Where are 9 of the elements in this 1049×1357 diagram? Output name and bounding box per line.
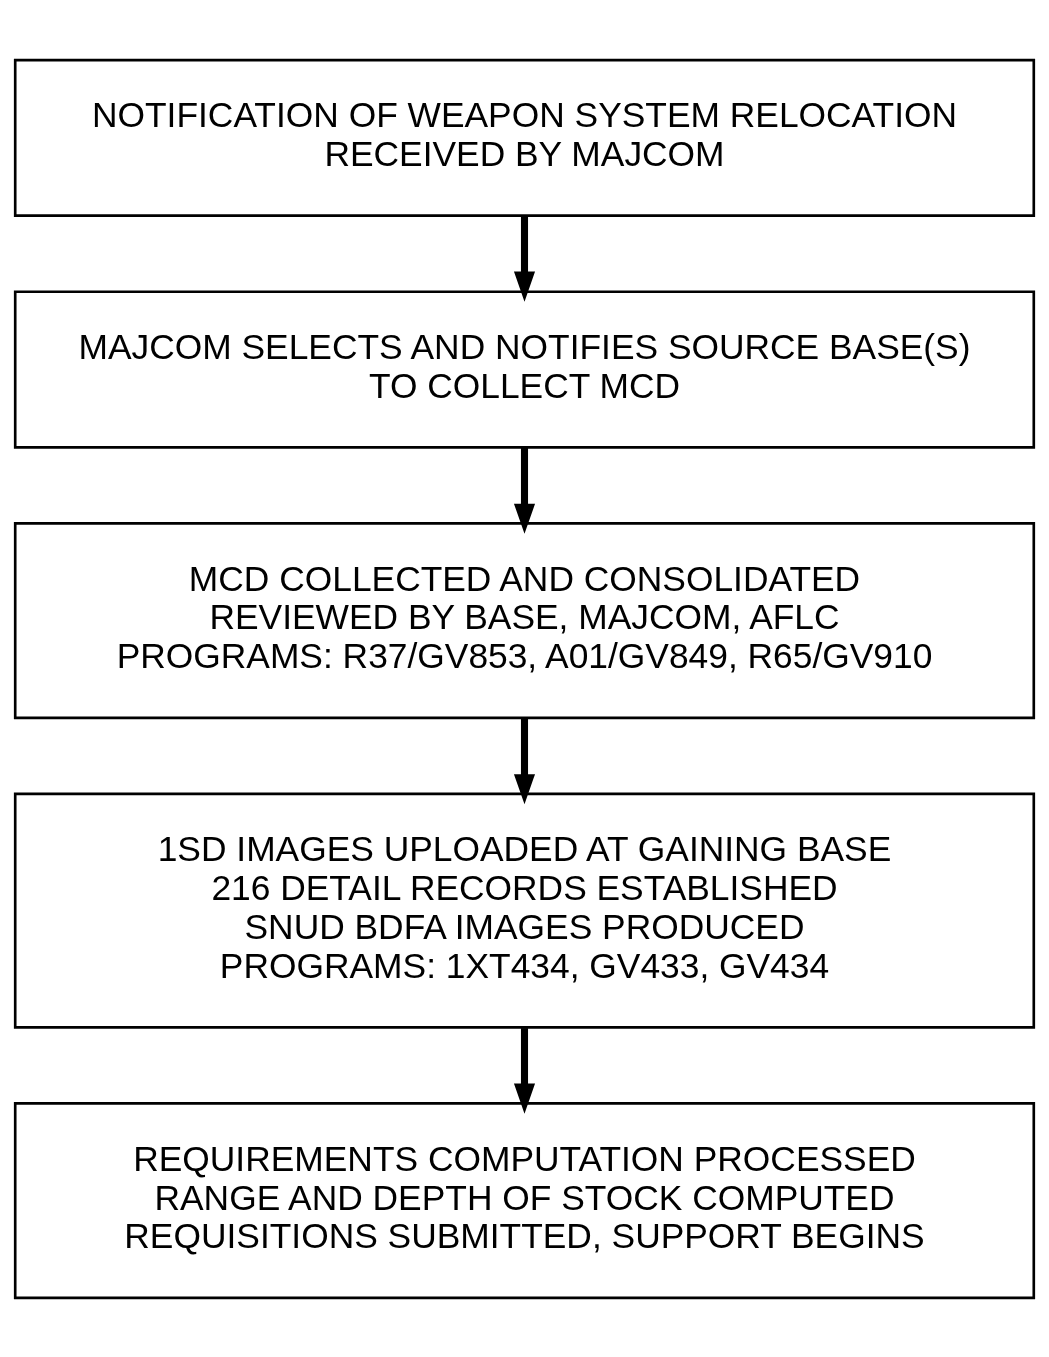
node-box: MAJCOM SELECTS AND NOTIFIES SOURCE BASE(S) TO COLLECT MCD: [13, 289, 1036, 449]
arrow: [513, 215, 536, 302]
node-box: 1SD IMAGES UPLOADED AT GAINING BASE 216 DETAIL RECORDS ESTABLISHED SNUD BDFA IMAGES PRODUCED PROGRAMS: 1XT434, GV433, GV434: [13, 792, 1036, 1029]
arrow: [513, 447, 536, 534]
node-box: MCD COLLECTED AND CONSOLIDATED REVIEWED BY BASE, MAJCOM, AFLC PROGRAMS: R37/GV853, A01/GV849, R65/GV910: [13, 521, 1036, 719]
node-box: NOTIFICATION OF WEAPON SYSTEM RELOCATION RECEIVED BY MAJCOM: [13, 58, 1036, 217]
arrow: [513, 718, 536, 804]
node-box: REQUIREMENTS COMPUTATION PROCESSED RANGE AND DEPTH OF STOCK COMPUTED REQUISITIONS SUBMITTED, SUPPORT BEGINS: [13, 1101, 1036, 1299]
arrow: [513, 1027, 536, 1114]
